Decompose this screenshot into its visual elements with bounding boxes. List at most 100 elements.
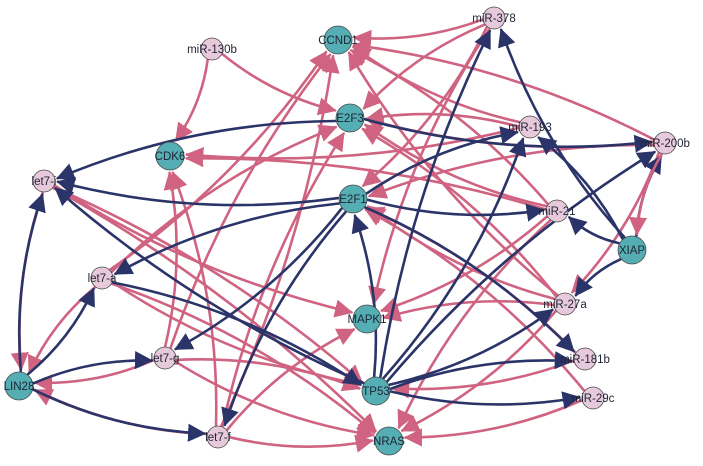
edge-mir-21-to-cdk6 [184,149,547,211]
edge-let7-f-to-e2f3 [221,132,345,428]
node-circle-mir-378[interactable] [482,6,506,30]
node-let7-g[interactable]: let7-g [151,346,180,370]
node-mir-27a[interactable]: miR-27a [543,292,587,316]
node-circle-ccnd1[interactable] [323,25,353,55]
edge-e2f1-to-let7-a [113,202,340,276]
edge-let7-a-to-lin28 [27,286,96,375]
node-mir-21[interactable]: miR-21 [538,199,576,223]
node-label-mir-29c: miR-29c [572,393,615,405]
node-circle-mir-29c[interactable] [581,386,605,410]
edge-let7-g-to-nras [175,360,375,442]
node-label-mir-27a: miR-27a [543,299,587,311]
node-e2f1[interactable]: E2F1 [338,184,368,214]
node-circle-mir-181b[interactable] [573,347,597,371]
node-circle-e2f3[interactable] [335,103,365,133]
edge-let7-f-to-mapk1 [226,328,356,431]
edge-e2f1-to-let7-g [174,207,343,351]
node-let7-i[interactable]: let7-i [32,169,57,193]
edge-let7-f-to-lin28 [33,388,208,436]
edge-tp53-to-mir-200b [386,150,656,383]
node-label-mir-21: miR-21 [538,206,575,218]
node-mir-181b[interactable]: miR-181b [560,347,610,371]
node-label-mapk1: MAPK1 [348,314,387,326]
node-label-lin28: LIN28 [4,381,35,393]
node-circle-lin28[interactable] [4,371,34,401]
node-circle-mapk1[interactable] [352,304,382,334]
edge-let7-a-to-e2f3 [110,124,338,273]
node-mir-29c[interactable]: miR-29c [572,386,615,410]
node-mir-200b[interactable]: miR-200b [640,131,690,155]
node-circle-e2f1[interactable] [338,184,368,214]
edge-mir-21-to-ccnd1 [349,49,549,205]
edge-mir-21-to-e2f3 [364,123,548,208]
node-nras[interactable]: NRAS [373,426,405,456]
node-tp53[interactable]: TP53 [361,376,391,406]
edge-mir-130b-to-cdk6 [174,58,209,142]
edge-let7-f-to-ccnd1 [220,54,340,427]
node-mir-193[interactable]: miR-193 [508,115,552,139]
node-circle-mir-21[interactable] [545,199,569,223]
edge-mir-21-to-nras [397,219,552,429]
node-ccnd1[interactable]: CCND1 [318,25,358,55]
node-e2f3[interactable]: E2F3 [335,103,365,133]
edge-mir-21-to-mapk1 [380,215,548,315]
node-circle-cdk6[interactable] [155,141,185,171]
edge-layer [10,18,663,453]
node-circle-mir-193[interactable] [518,115,542,139]
edge-lin28-to-let7-i [17,193,46,373]
edge-e2f1-to-mir-181b [364,206,575,353]
node-circle-mir-130b[interactable] [200,37,224,61]
edge-let7-i-to-tp53 [52,186,363,384]
node-xiap[interactable]: XIAP [617,235,647,265]
edge-e2f3-to-mir-200b [363,117,653,153]
node-circle-let7-i[interactable] [32,169,56,193]
edge-tp53-to-mir-378 [379,29,492,378]
node-mapk1[interactable]: MAPK1 [348,304,387,334]
node-circle-mir-200b[interactable] [653,131,677,155]
node-circle-xiap[interactable] [617,235,647,265]
edge-let7-a-to-ccnd1 [109,50,328,271]
edge-lin28-to-let7-g [32,351,154,385]
node-label-xiap: XIAP [619,245,646,257]
node-label-mir-200b: miR-200b [640,138,690,150]
edge-xiap-to-mir-193 [537,136,624,240]
node-label-mir-193: miR-193 [508,122,551,134]
edge-tp53-to-mir-27a [388,308,554,386]
edge-mir-200b-to-ccnd1 [352,38,655,141]
edge-lin28-to-let7-f [32,388,207,442]
edge-lin28-to-let7-a [26,287,95,376]
node-lin28[interactable]: LIN28 [4,371,35,401]
edge-let7-g-to-ccnd1 [169,53,332,349]
node-label-tp53: TP53 [362,386,390,398]
node-label-e2f1: E2F1 [339,194,367,206]
node-circle-mir-27a[interactable] [553,292,577,316]
node-circle-tp53[interactable] [361,376,391,406]
node-circle-let7-g[interactable] [153,346,177,370]
edge-mir-27a-to-mapk1 [382,299,555,322]
node-circle-let7-a[interactable] [90,266,114,290]
node-mir-378[interactable]: miR-378 [472,6,516,30]
node-label-let7-i: let7-i [32,176,57,188]
node-label-mir-378: miR-378 [472,13,515,25]
node-let7-a[interactable]: let7-a [88,266,117,290]
edge-let7-g-to-tp53 [175,358,361,392]
node-label-e2f3: E2F3 [336,113,364,125]
node-let7-f[interactable]: let7-f [205,425,232,449]
edge-let7-i-to-nras [52,186,377,433]
edge-let7-a-to-tp53 [111,281,362,386]
node-label-mir-181b: miR-181b [560,354,610,366]
node-circle-let7-f[interactable] [206,425,230,449]
node-label-let7-a: let7-a [88,273,117,285]
node-label-ccnd1: CCND1 [318,35,358,47]
edge-mir-193-to-ccnd1 [352,45,521,124]
edge-e2f1-to-mir-193 [365,126,519,195]
node-mir-130b[interactable]: miR-130b [187,37,237,61]
edge-mir-27a-to-e2f3 [361,127,558,298]
node-circle-nras[interactable] [374,426,404,456]
node-label-let7-f: let7-f [205,432,231,444]
edge-xiap-to-mir-21 [568,216,620,245]
node-cdk6[interactable]: CDK6 [155,141,186,171]
